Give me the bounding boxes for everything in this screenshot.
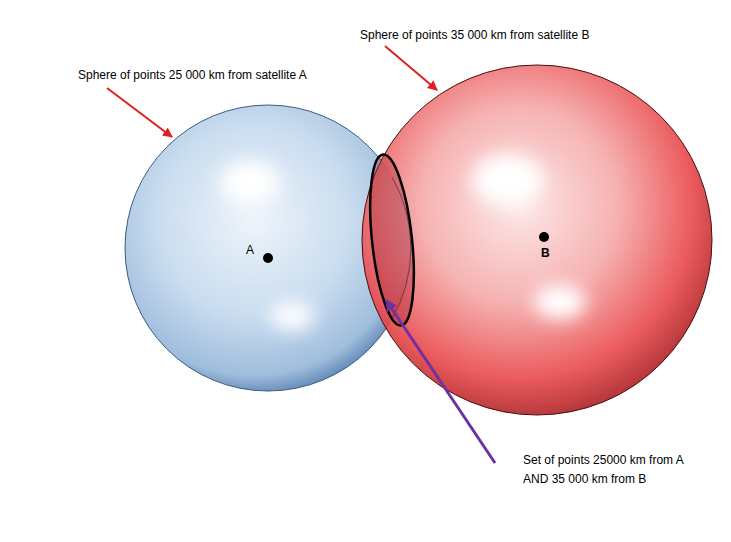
callout-text: Sphere of points 35 000 km from satellit… bbox=[360, 26, 589, 45]
intersection-circle bbox=[363, 152, 421, 327]
sphere-highlight bbox=[220, 161, 280, 205]
satellite-b-dot bbox=[539, 232, 549, 242]
leader-arrow bbox=[107, 88, 172, 137]
leader-arrow bbox=[385, 46, 437, 90]
sphere-highlight bbox=[270, 302, 314, 330]
satellite-label: A bbox=[246, 241, 254, 260]
satellite-a-dot bbox=[263, 253, 273, 263]
callout-text: Sphere of points 25 000 km from satellit… bbox=[78, 66, 307, 85]
sphere-b bbox=[362, 65, 712, 415]
sphere-highlight bbox=[472, 154, 544, 206]
leader-arrow bbox=[386, 300, 495, 463]
sphere-highlight bbox=[534, 285, 586, 319]
callout-text: Set of points 25000 km from A AND 35 000… bbox=[523, 451, 708, 489]
satellite-label: B bbox=[541, 244, 550, 263]
